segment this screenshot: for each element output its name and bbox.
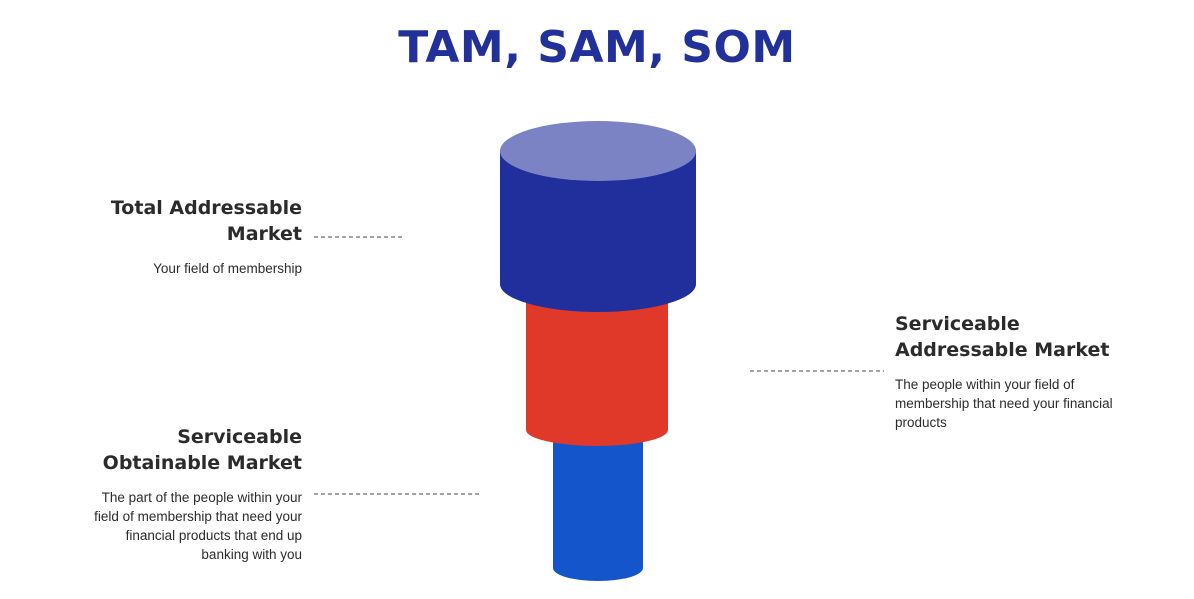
tam-cylinder-top [500, 121, 696, 181]
som-cylinder [553, 420, 643, 581]
tam-description: Your field of membership [153, 261, 302, 276]
sam-title-line1: Serviceable [895, 313, 1020, 335]
tam-title-line1: Total Addressable [110, 197, 302, 219]
som-title: Serviceable Obtainable Market [40, 424, 302, 476]
som-description-line2: field of membership that need your [94, 509, 302, 524]
tam-cylinder-body [500, 151, 696, 312]
som-title-line2: Obtainable Market [102, 452, 302, 474]
som-description-line1: The part of the people within your [101, 490, 302, 505]
page-title: TAM, SAM, SOM [398, 22, 796, 73]
sam-title-line2: Addressable Market [895, 339, 1110, 361]
tam-label-block: Total Addressable Market Your field of m… [40, 195, 302, 278]
tam-title-line2: Market [226, 223, 302, 245]
sam-description-line2: membership that need your financial [895, 396, 1113, 411]
sam-cylinder-body [526, 290, 668, 446]
sam-cylinder [526, 290, 668, 446]
som-label-block: Serviceable Obtainable Market The part o… [40, 424, 302, 564]
tam-cylinder [500, 121, 696, 312]
som-description-line4: banking with you [201, 547, 302, 562]
tam-title: Total Addressable Market [40, 195, 302, 247]
som-description: The part of the people within your field… [40, 488, 302, 564]
som-title-line1: Serviceable [177, 426, 302, 448]
sam-description-line3: products [895, 415, 947, 430]
sam-title: Serviceable Addressable Market [895, 311, 1155, 363]
sam-label-block: Serviceable Addressable Market The peopl… [895, 311, 1155, 432]
som-description-line3: financial products that end up [125, 528, 302, 543]
som-cylinder-body [553, 420, 643, 581]
sam-description-line1: The people within your field of [895, 377, 1075, 392]
sam-description: The people within your field of membersh… [895, 375, 1155, 432]
